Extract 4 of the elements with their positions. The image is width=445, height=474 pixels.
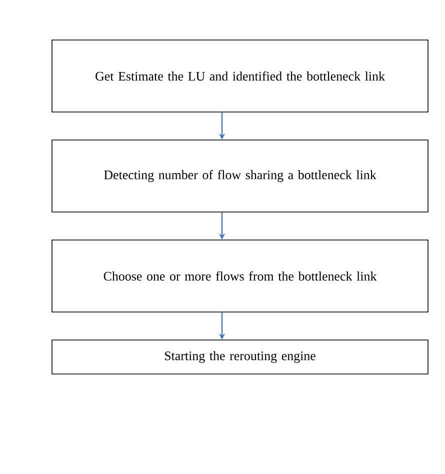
process-box: Detecting number of flow sharing a bottleneck link [52, 140, 428, 212]
process-box: Get Estimate the LU and identified the bottleneck link [52, 40, 428, 112]
process-box: Choose one or more flows from the bottleneck link [52, 240, 428, 312]
process-box: Starting the rerouting engine [52, 340, 428, 374]
